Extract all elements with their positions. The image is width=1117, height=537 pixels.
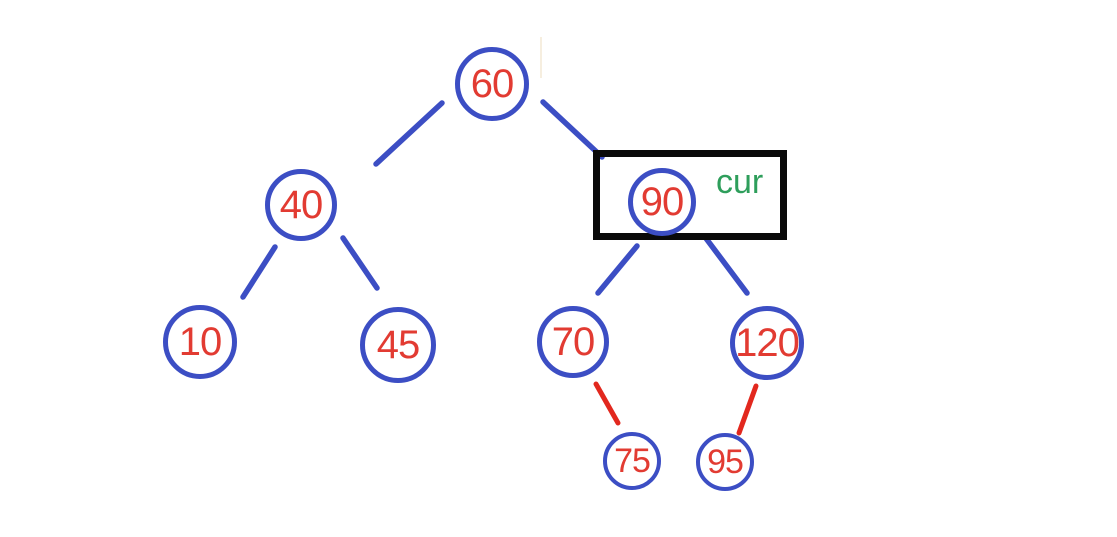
edge-90-120	[702, 234, 750, 296]
edge-70-75	[593, 381, 621, 426]
node-value: 45	[376, 323, 420, 367]
tree-node-10: 10	[163, 305, 237, 379]
tree-node-40: 40	[265, 169, 337, 241]
tree-node-45: 45	[360, 307, 436, 383]
node-value: 70	[551, 320, 595, 364]
current-node-highlight-box	[593, 150, 787, 240]
tree-node-70: 70	[537, 306, 609, 378]
edge-90-70	[595, 243, 640, 296]
node-value: 90	[640, 180, 684, 224]
tree-node-60: 60	[455, 47, 529, 121]
node-value: 95	[707, 443, 744, 481]
edge-60-90	[540, 99, 605, 160]
node-value: 10	[178, 320, 222, 364]
edge-60-40	[373, 100, 445, 167]
node-value: 120	[735, 321, 800, 365]
edge-40-45	[340, 235, 380, 291]
edge-40-10	[240, 244, 278, 300]
tree-node-120: 120	[730, 306, 804, 380]
tree-node-95: 95	[696, 433, 754, 491]
tree-node-75: 75	[603, 432, 661, 490]
cursor-label: cur	[716, 163, 764, 201]
node-value: 75	[614, 442, 651, 480]
node-value: 40	[279, 183, 323, 227]
node-value: 60	[470, 62, 514, 106]
scan-artifact	[540, 37, 542, 78]
edge-120-95	[736, 383, 759, 436]
tree-node-90: 90	[628, 168, 696, 236]
